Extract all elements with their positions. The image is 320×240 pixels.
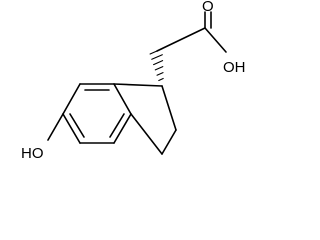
bond-ring-c6-c5-inner — [69, 113, 85, 138]
bond-ring-c6-c5 — [62, 113, 81, 144]
bond-c3-c3a — [130, 113, 163, 155]
bond-phenol-oh — [47, 113, 64, 141]
label-acid-hydroxyl: OH — [223, 59, 246, 76]
bond-ring-c7-c6 — [62, 83, 81, 115]
bond-ring-c3a-c7a — [113, 83, 132, 115]
bond-carboxyl-oh — [204, 27, 227, 53]
bond-ring-c4-c3a-inner — [109, 113, 125, 138]
bond-c1-c2 — [161, 85, 177, 131]
structure-canvas: O OH HO — [21, 0, 246, 162]
bond-ring-c4-c3a — [113, 113, 132, 144]
bond-c7a-c1 — [113, 83, 163, 87]
label-carbonyl-oxygen: O — [202, 0, 214, 15]
molecule-structure: O OH HO — [21, 0, 246, 162]
bond-ch2-carboxyl — [156, 27, 206, 52]
label-phenol-hydroxyl: HO — [21, 145, 44, 162]
hashed-wedge-bond — [149, 48, 164, 87]
bond-c2-c3 — [161, 129, 177, 155]
